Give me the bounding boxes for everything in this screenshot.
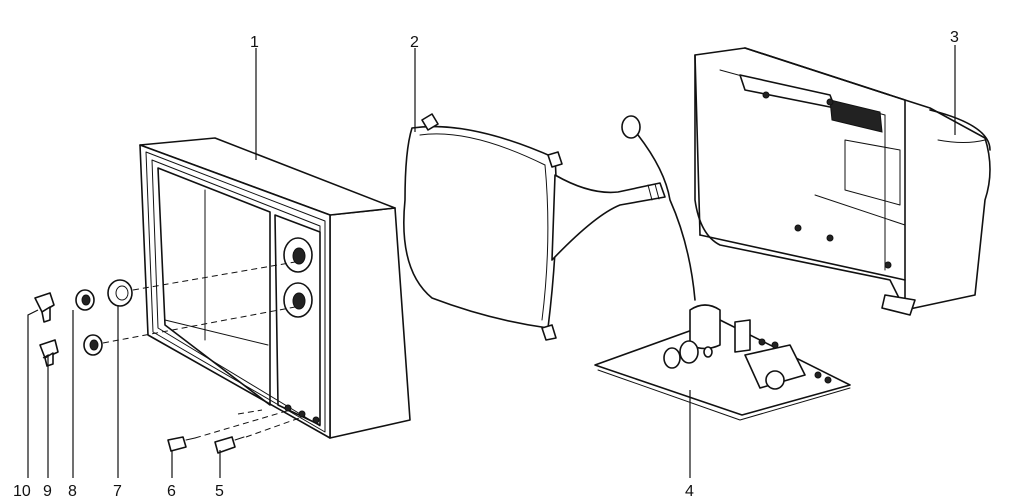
label-part-5: 5	[215, 483, 224, 500]
part-labels: 1 2 3 4 5 6 7 8 9 10	[13, 29, 959, 500]
back-cabinet	[694, 47, 991, 316]
leader-lines	[27, 45, 956, 478]
assembly-lines	[102, 261, 306, 439]
label-part-2: 2	[410, 34, 419, 51]
label-part-8: 8	[68, 483, 77, 500]
circuit-board	[594, 115, 851, 421]
label-part-10: 10	[13, 483, 31, 500]
label-part-9: 9	[43, 483, 52, 500]
label-part-3: 3	[950, 29, 959, 46]
small-parts	[34, 279, 245, 454]
label-part-6: 6	[167, 483, 176, 500]
picture-tube	[403, 113, 666, 341]
front-cabinet	[139, 137, 411, 439]
label-part-1: 1	[250, 34, 259, 51]
label-part-4: 4	[685, 483, 694, 500]
label-part-7: 7	[113, 483, 122, 500]
